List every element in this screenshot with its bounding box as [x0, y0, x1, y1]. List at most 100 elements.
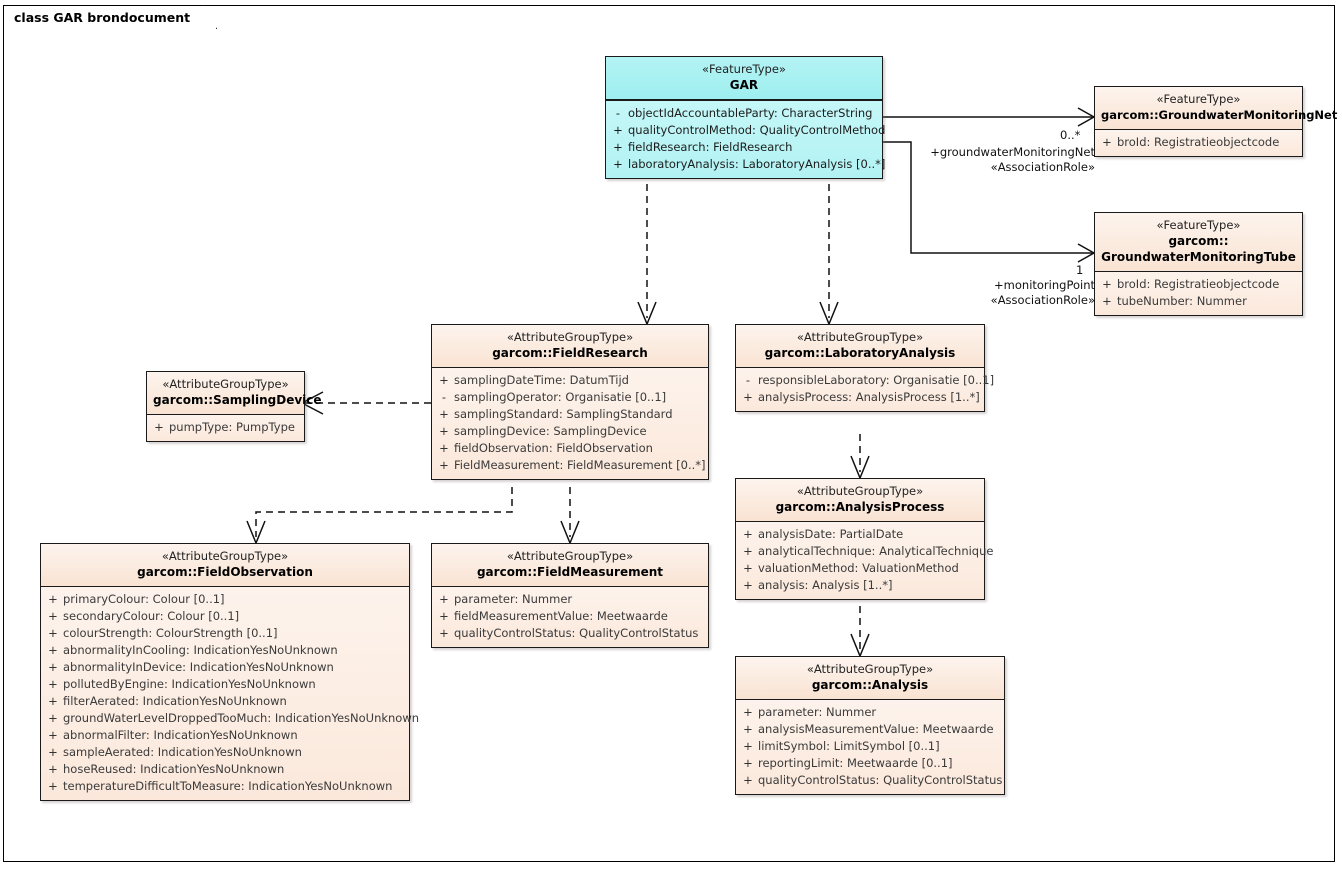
- class-fieldmeasurement[interactable]: «AttributeGroupType» garcom::FieldMeasur…: [431, 543, 709, 648]
- class-analysis-header: «AttributeGroupType» garcom::Analysis: [736, 657, 1004, 700]
- visibility-marker: +: [613, 123, 623, 137]
- attribute-text: parameter: Nummer: [758, 705, 877, 719]
- attribute-row: + abnormalFilter: IndicationYesNoUnknown: [43, 727, 407, 744]
- class-groundwatermonitoringnet-attributes: + broId: Registratieobjectcode: [1095, 130, 1302, 156]
- visibility-marker: +: [1102, 277, 1112, 291]
- attribute-text: reportingLimit: Meetwaarde [0..1]: [758, 756, 953, 770]
- attribute-text: samplingOperator: Organisatie [0..1]: [454, 390, 667, 404]
- visibility-marker: +: [439, 458, 449, 472]
- class-laboratoryanalysis[interactable]: «AttributeGroupType» garcom::LaboratoryA…: [735, 324, 994, 412]
- attribute-row: + analysisDate: PartialDate: [738, 526, 982, 543]
- attribute-row: + parameter: Nummer: [434, 591, 706, 608]
- attribute-row: + parameter: Nummer: [738, 704, 1002, 721]
- class-groundwatermonitoringtube-stereotype: «FeatureType»: [1156, 218, 1241, 232]
- multiplicity-monitoringtube: 1: [1076, 263, 1084, 277]
- attribute-row: + qualityControlStatus: QualityControlSt…: [738, 772, 1002, 789]
- attribute-row: + abnormalityInCooling: IndicationYesNoU…: [43, 642, 407, 659]
- visibility-marker: +: [743, 773, 753, 787]
- attribute-row: + tubeNumber: Nummer: [1097, 293, 1300, 310]
- class-analysisprocess[interactable]: «AttributeGroupType» garcom::AnalysisPro…: [735, 478, 993, 600]
- class-laboratoryanalysis-name: garcom::LaboratoryAnalysis: [764, 346, 956, 360]
- attribute-text: qualityControlMethod: QualityControlMeth…: [628, 123, 886, 137]
- attribute-text: pumpType: PumpType: [169, 420, 295, 434]
- class-analysisprocess-name: garcom::AnalysisProcess: [775, 500, 945, 514]
- class-groundwatermonitoringtube[interactable]: «FeatureType» garcom:: GroundwaterMonito…: [1094, 212, 1303, 316]
- visibility-marker: +: [743, 722, 753, 736]
- attribute-row: - objectIdAccountableParty: CharacterStr…: [608, 105, 880, 122]
- class-fieldobservation[interactable]: «AttributeGroupType» garcom::FieldObserv…: [40, 543, 419, 801]
- class-gar-name: GAR: [729, 78, 759, 92]
- class-groundwatermonitoringtube-attributes: + broId: Registratieobjectcode + tubeNum…: [1095, 272, 1302, 315]
- class-fieldresearch-name: garcom::FieldResearch: [492, 346, 648, 360]
- attribute-row: + FieldMeasurement: FieldMeasurement [0.…: [434, 457, 706, 474]
- visibility-marker: +: [48, 745, 58, 759]
- visibility-marker: +: [743, 527, 753, 541]
- class-samplingdevice-name: garcom::SamplingDevice: [153, 393, 322, 407]
- class-fieldobservation-header: «AttributeGroupType» garcom::FieldObserv…: [41, 544, 409, 587]
- attribute-row: + filterAerated: IndicationYesNoUnknown: [43, 693, 407, 710]
- attribute-row: + analysis: Analysis [1..*]: [738, 577, 982, 594]
- attribute-row: + groundWaterLevelDroppedTooMuch: Indica…: [43, 710, 419, 727]
- attribute-text: sampleAerated: IndicationYesNoUnknown: [63, 745, 302, 759]
- class-analysisprocess-stereotype: «AttributeGroupType»: [796, 484, 924, 498]
- attribute-row: + secondaryColour: Colour [0..1]: [43, 608, 407, 625]
- attribute-row: + fieldMeasurementValue: Meetwaarde: [434, 608, 706, 625]
- visibility-marker: +: [743, 544, 753, 558]
- visibility-marker: +: [743, 739, 753, 753]
- attribute-row: + temperatureDifficultToMeasure: Indicat…: [43, 778, 407, 795]
- attribute-row: + abnormalityInDevice: IndicationYesNoUn…: [43, 659, 407, 676]
- assoc-role-monitoringtube: +monitoringPoint «AssociationRole»: [880, 278, 1095, 308]
- attribute-text: abnormalityInCooling: IndicationYesNoUnk…: [63, 643, 338, 657]
- visibility-marker: +: [48, 762, 58, 776]
- visibility-marker: +: [613, 157, 623, 171]
- visibility-marker: -: [745, 373, 751, 387]
- attribute-text: samplingDevice: SamplingDevice: [454, 424, 647, 438]
- visibility-marker: +: [613, 140, 623, 154]
- visibility-marker: +: [743, 705, 753, 719]
- diagram-title-tab: class GAR brondocument: [3, 5, 217, 29]
- class-groundwatermonitoringnet[interactable]: «FeatureType» garcom::GroundwaterMonitor…: [1094, 86, 1338, 157]
- assoc-role-monitoringnet: +groundwaterMonitoringNet «AssociationRo…: [880, 145, 1095, 175]
- attribute-text: broId: Registratieobjectcode: [1117, 277, 1280, 291]
- class-fieldmeasurement-name: garcom::FieldMeasurement: [476, 565, 664, 579]
- class-samplingdevice[interactable]: «AttributeGroupType» garcom::SamplingDev…: [146, 371, 322, 442]
- class-gar[interactable]: «FeatureType» GAR - objectIdAccountableP…: [605, 56, 886, 179]
- class-fieldresearch-stereotype: «AttributeGroupType»: [506, 330, 634, 344]
- attribute-text: qualityControlStatus: QualityControlStat…: [758, 773, 1003, 787]
- attribute-row: + reportingLimit: Meetwaarde [0..1]: [738, 755, 1002, 772]
- attribute-text: laboratoryAnalysis: LaboratoryAnalysis […: [628, 157, 886, 171]
- attribute-row: + pollutedByEngine: IndicationYesNoUnkno…: [43, 676, 407, 693]
- attribute-row: + analysisMeasurementValue: Meetwaarde: [738, 721, 1002, 738]
- attribute-row: - samplingOperator: Organisatie [0..1]: [434, 389, 706, 406]
- visibility-marker: +: [439, 609, 449, 623]
- attribute-text: objectIdAccountableParty: CharacterStrin…: [628, 106, 873, 120]
- attribute-text: temperatureDifficultToMeasure: Indicatio…: [63, 779, 393, 793]
- visibility-marker: +: [439, 592, 449, 606]
- class-groundwatermonitoringnet-name: garcom::GroundwaterMonitoringNet: [1101, 108, 1338, 122]
- class-fieldmeasurement-attributes: + parameter: Nummer + fieldMeasurementVa…: [432, 587, 708, 647]
- visibility-marker: -: [441, 390, 447, 404]
- class-fieldobservation-name: garcom::FieldObservation: [137, 565, 313, 579]
- visibility-marker: +: [743, 578, 753, 592]
- attribute-text: analysis: Analysis [1..*]: [758, 578, 893, 592]
- visibility-marker: +: [48, 677, 58, 691]
- visibility-marker: +: [48, 711, 58, 725]
- attribute-text: fieldObservation: FieldObservation: [454, 441, 653, 455]
- visibility-marker: +: [1102, 294, 1112, 308]
- class-samplingdevice-header: «AttributeGroupType» garcom::SamplingDev…: [147, 372, 322, 415]
- assoc-role-monitoringnet-name: +groundwaterMonitoringNet: [930, 145, 1095, 159]
- class-fieldresearch[interactable]: «AttributeGroupType» garcom::FieldResear…: [431, 324, 709, 480]
- class-analysis-name: garcom::Analysis: [811, 678, 929, 692]
- class-analysis[interactable]: «AttributeGroupType» garcom::Analysis + …: [735, 656, 1005, 795]
- attribute-row: + samplingDevice: SamplingDevice: [434, 423, 706, 440]
- visibility-marker: +: [48, 728, 58, 742]
- attribute-text: analyticalTechnique: AnalyticalTechnique: [758, 544, 994, 558]
- attribute-text: analysisProcess: AnalysisProcess [1..*]: [758, 390, 980, 404]
- attribute-text: fieldMeasurementValue: Meetwaarde: [454, 609, 668, 623]
- class-fieldmeasurement-stereotype: «AttributeGroupType»: [506, 549, 634, 563]
- attribute-text: analysisDate: PartialDate: [758, 527, 904, 541]
- attribute-row: + broId: Registratieobjectcode: [1097, 276, 1300, 293]
- attribute-row: + qualityControlStatus: QualityControlSt…: [434, 625, 706, 642]
- class-gar-header: «FeatureType» GAR: [606, 57, 882, 101]
- class-samplingdevice-attributes: + pumpType: PumpType: [147, 415, 304, 441]
